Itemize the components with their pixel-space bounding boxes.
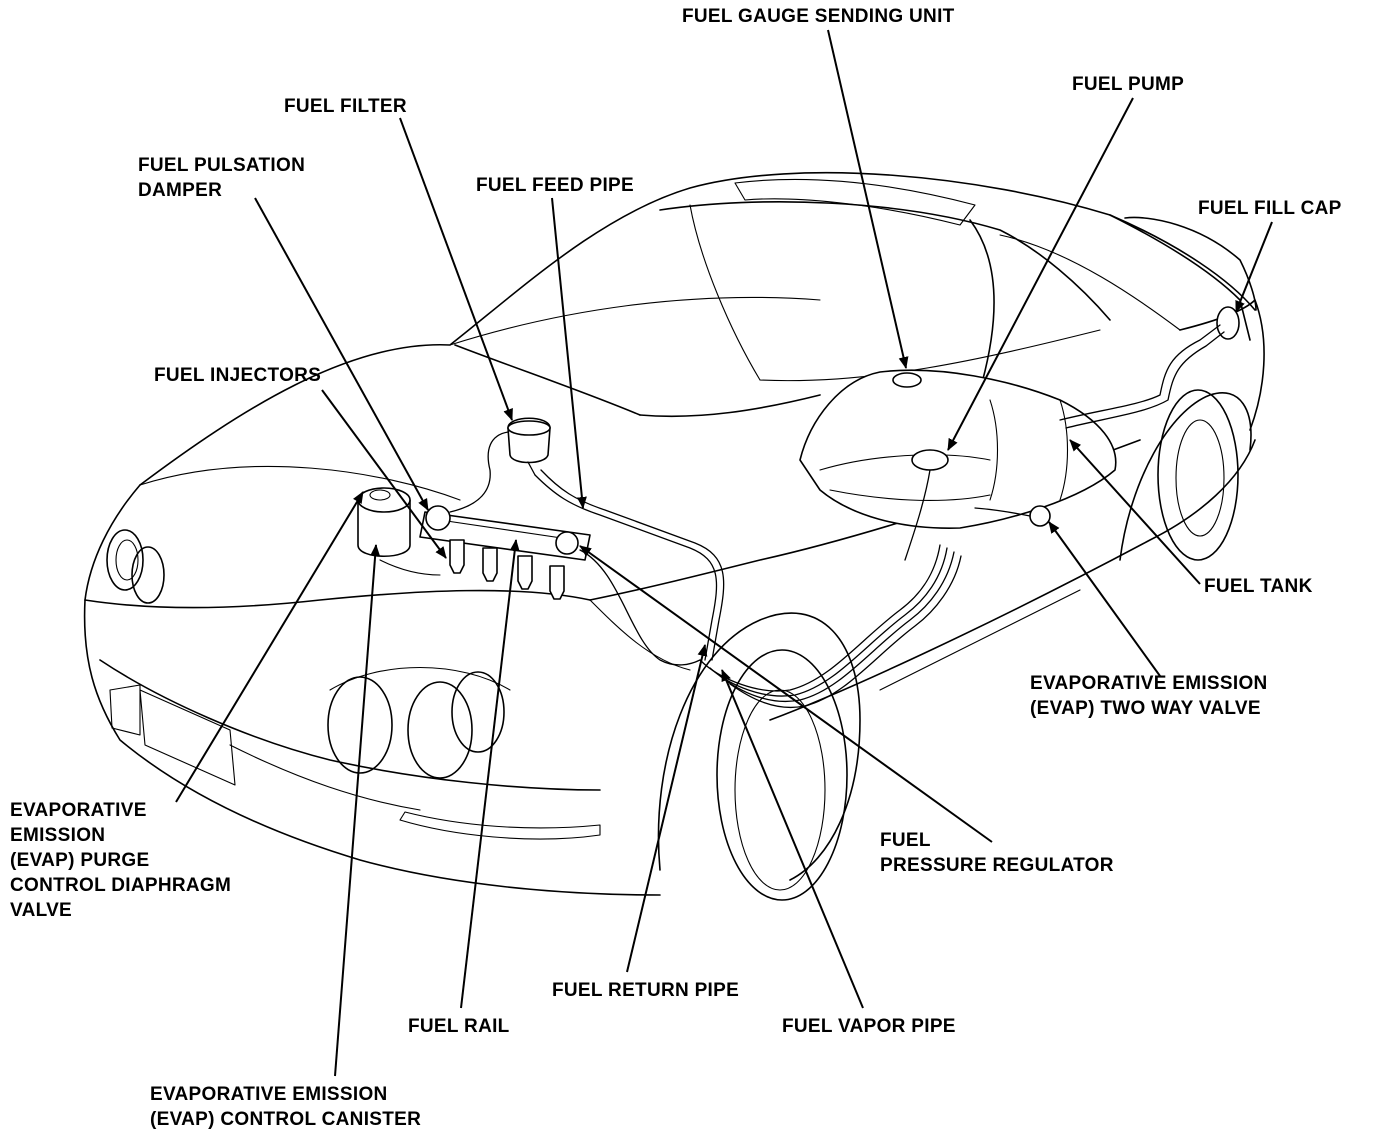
fuel-components: [357, 306, 1240, 600]
label-evap-purge-line-2: EMISSION: [10, 825, 106, 846]
leader-fuel-filter: [399, 117, 513, 421]
label-evap-control-canister-line-1: EVAPORATIVE EMISSION: [150, 1084, 388, 1105]
label-evap-purge-line-5: VALVE: [10, 900, 73, 921]
label-evap-two-way-valve-line-2: (EVAP) TWO WAY VALVE: [1030, 698, 1261, 719]
pulsation-damper-shape: [425, 505, 451, 531]
fuel-tank-shape: [799, 369, 1117, 529]
label-fuel-pulsation-damper: FUEL PULSATION DAMPER: [138, 153, 305, 203]
label-evap-purge-line-3: (EVAP) PURGE: [10, 850, 150, 871]
label-fuel-pump: FUEL PUMP: [1072, 74, 1185, 95]
label-fuel-tank: FUEL TANK: [1204, 576, 1313, 597]
label-evap-control-canister-line-2: (EVAP) CONTROL CANISTER: [150, 1109, 422, 1130]
label-fuel-return-pipe: FUEL RETURN PIPE: [552, 980, 740, 1001]
two-way-valve-shape: [1029, 505, 1051, 527]
label-fuel-filter: FUEL FILTER: [284, 96, 407, 117]
label-fuel-injectors: FUEL INJECTORS: [154, 365, 322, 386]
fuel-pipes: [449, 324, 1225, 709]
label-fuel-vapor-pipe: FUEL VAPOR PIPE: [782, 1016, 956, 1037]
label-fuel-fill-cap: FUEL FILL CAP: [1198, 198, 1342, 219]
label-fuel-rail: FUEL RAIL: [408, 1016, 510, 1037]
label-fuel-gauge-sending-unit: FUEL GAUGE SENDING UNIT: [682, 6, 955, 27]
label-fuel-pressure-regulator-line-1: FUEL: [880, 830, 931, 851]
car-body: [83, 171, 1265, 901]
leader-fuel-injectors: [321, 389, 447, 559]
label-evap-two-way-valve: EVAPORATIVE EMISSION (EVAP) TWO WAY VALV…: [1030, 671, 1268, 721]
fuel-rail-shape: [419, 511, 591, 561]
label-evap-purge-line-4: CONTROL DIAPHRAGM: [10, 875, 232, 896]
injector-shapes: [449, 539, 565, 600]
leader-fuel-vapor-pipe: [721, 669, 864, 1009]
fuel-filter-shape: [507, 417, 551, 476]
fill-cap-shape: [1216, 306, 1240, 340]
leader-fuel-fill-cap: [1235, 221, 1273, 313]
leader-fuel-rail: [460, 539, 520, 1009]
leader-fuel-tank: [1069, 439, 1201, 585]
leader-fuel-pulsation-damper: [254, 197, 429, 511]
leader-evap-purge-control: [175, 491, 364, 803]
fuel-pump-shape: [911, 449, 949, 471]
label-fuel-pulsation-damper-line-2: DAMPER: [138, 180, 223, 201]
label-fuel-feed-pipe: FUEL FEED PIPE: [476, 175, 634, 196]
leader-evap-control-canister: [334, 544, 381, 1077]
leader-fuel-feed-pipe: [551, 197, 587, 509]
label-fuel-pulsation-damper-line-1: FUEL PULSATION: [138, 155, 306, 176]
leader-fuel-pump: [947, 97, 1134, 451]
leader-evap-two-way-valve: [1048, 521, 1161, 677]
leader-fuel-pressure-regulator: [579, 545, 993, 843]
label-evap-purge-control-diaphragm-valve: EVAPORATIVE EMISSION (EVAP) PURGE CONTRO…: [10, 798, 231, 923]
leader-lines: [175, 29, 1273, 1077]
leader-fuel-gauge-sending-unit: [827, 29, 909, 369]
leader-fuel-return-pipe: [626, 644, 708, 973]
label-evap-purge-line-1: EVAPORATIVE: [10, 800, 147, 821]
label-fuel-pressure-regulator: FUEL PRESSURE REGULATOR: [880, 828, 1114, 878]
label-fuel-pressure-regulator-line-2: PRESSURE REGULATOR: [880, 855, 1114, 876]
pressure-regulator-shape: [555, 531, 579, 555]
label-evap-two-way-valve-line-1: EVAPORATIVE EMISSION: [1030, 673, 1268, 694]
label-evap-control-canister: EVAPORATIVE EMISSION (EVAP) CONTROL CANI…: [150, 1082, 421, 1132]
